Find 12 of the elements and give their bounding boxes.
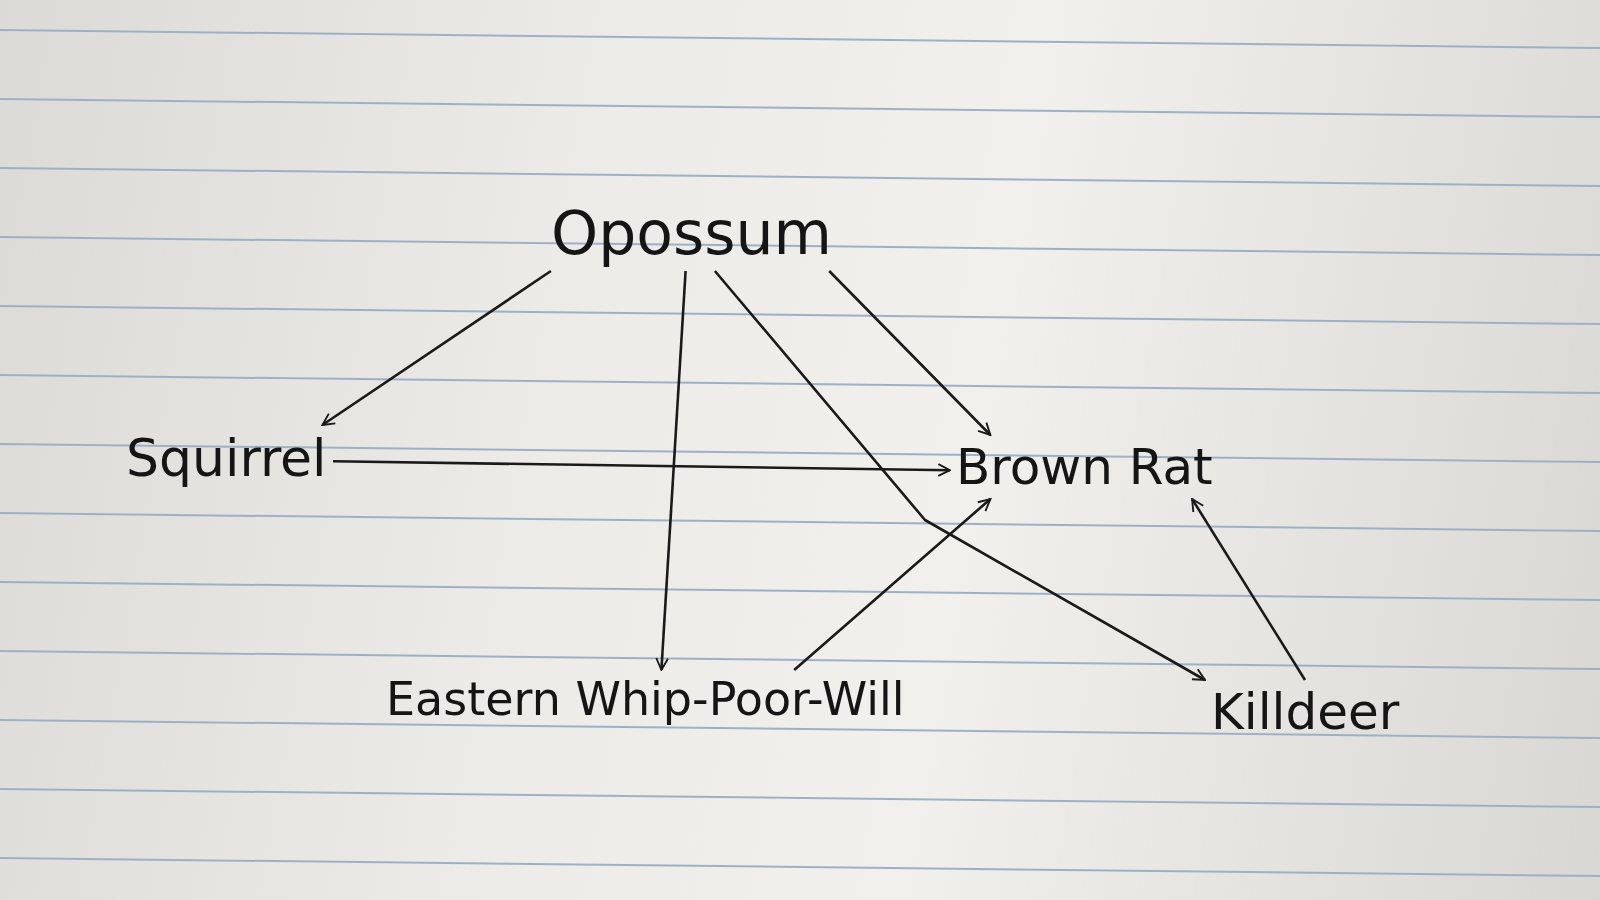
handwritten-label: Eastern Whip-Poor-Will <box>380 670 911 730</box>
arrow <box>333 460 951 477</box>
handwritten-label: Opossum <box>545 195 838 271</box>
arrow <box>1191 498 1307 681</box>
handwritten-label: Killdeer <box>1205 680 1406 744</box>
arrow <box>793 498 992 671</box>
arrow <box>828 270 992 436</box>
arrow <box>321 269 552 427</box>
arrow <box>713 270 1206 682</box>
arrow <box>655 270 687 671</box>
handwritten-label: Squirrel <box>120 425 333 492</box>
handwritten-label: Brown Rat <box>950 435 1219 499</box>
